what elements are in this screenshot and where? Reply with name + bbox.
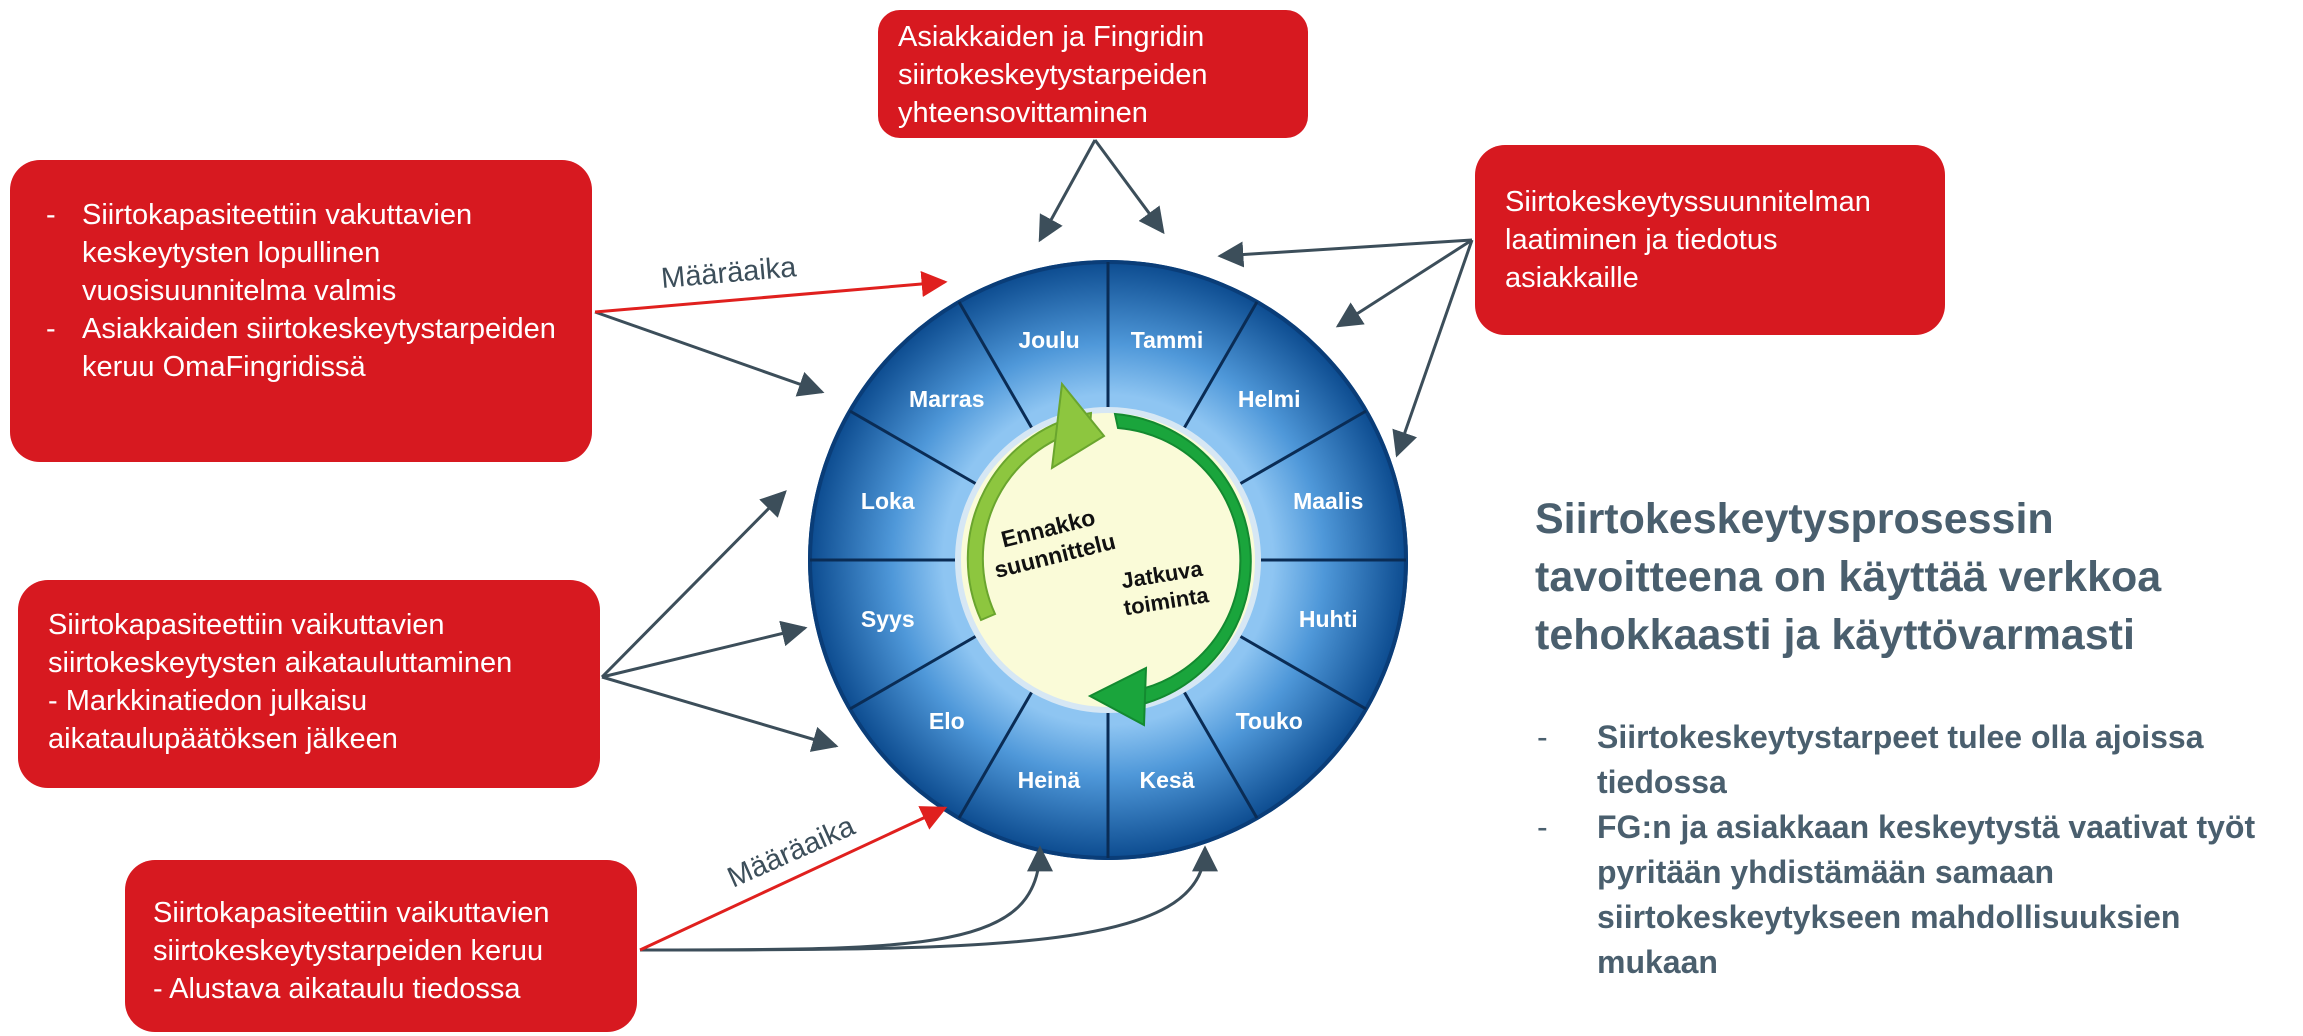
wheel-month-label: Elo bbox=[929, 708, 965, 734]
wheel-divider bbox=[849, 634, 978, 711]
box-annual-plan-list: Siirtokapasiteettiin vakuttavien keskeyt… bbox=[38, 196, 572, 386]
arrow-top-left-to-wheel bbox=[594, 310, 825, 397]
box-coordination-line-2: siirtokeskeytystarpeiden bbox=[898, 59, 1208, 91]
arrow-bottom-left-to-wheel-1 bbox=[639, 845, 1053, 952]
box-coordination: Asiakkaiden ja Fingridin siirtokeskeytys… bbox=[878, 10, 1308, 138]
wheel-month-label: Kesä bbox=[1140, 767, 1195, 793]
wheel-dividers bbox=[810, 262, 1406, 858]
process-goal-heading: Siirtokeskeytysprosessin tavoitteena on … bbox=[1535, 490, 2275, 664]
arrow-bottom-left-to-wheel-2 bbox=[639, 845, 1218, 952]
wheel-divider bbox=[1182, 301, 1259, 430]
heading-line-2: tavoitteena on käyttää verkkoa bbox=[1535, 553, 2162, 601]
connector-arrows bbox=[594, 139, 1474, 952]
deadline-label-bottom: Määräaika bbox=[723, 810, 861, 895]
box-needs-line-2: siirtokeskeytystarpeiden keruu bbox=[153, 935, 544, 967]
wheel-month-label: Syys bbox=[861, 606, 915, 632]
box-plan-line-2: laatiminen ja tiedotus bbox=[1505, 224, 1778, 256]
wheel-month-label: Touko bbox=[1236, 708, 1303, 734]
box-scheduling-line-3: - Markkinatiedon julkaisu bbox=[48, 685, 368, 717]
box-scheduling-line-1: Siirtokapasiteettiin vaikuttavien bbox=[48, 609, 445, 641]
box-needs-line-3: - Alustava aikataulu tiedossa bbox=[153, 973, 521, 1005]
wheel-month-label: Tammi bbox=[1131, 327, 1203, 353]
wheel-month-label: Joulu bbox=[1018, 327, 1079, 353]
wheel-divider bbox=[957, 301, 1034, 430]
arrow-top-center-to-wheel-left bbox=[1038, 139, 1097, 243]
process-goal-bullets: Siirtokeskeytystarpeet tulee olla ajoiss… bbox=[1535, 715, 2303, 985]
box-annual-plan-item-1: Siirtokapasiteettiin vakuttavien keskeyt… bbox=[38, 196, 572, 310]
box-plan-and-notification: Siirtokeskeytyssuunnitelman laatiminen j… bbox=[1475, 145, 1945, 335]
deadline-arrow-bottom bbox=[639, 806, 948, 952]
cycle-arrowhead-dark-green bbox=[1087, 666, 1148, 727]
wheel-month-label: Loka bbox=[861, 488, 915, 514]
deadline-label-top: Määräaika bbox=[660, 251, 799, 295]
wheel-month-label: Maalis bbox=[1293, 488, 1363, 514]
wheel-divider bbox=[1238, 409, 1367, 486]
heading-line-3: tehokkaasti ja käyttövarmasti bbox=[1535, 611, 2135, 659]
wheel-month-label: Marras bbox=[909, 386, 984, 412]
wheel-divider bbox=[1238, 634, 1367, 711]
wheel-month-label: Helmi bbox=[1238, 386, 1301, 412]
box-needs-line-1: Siirtokapasiteettiin vaikuttavien bbox=[153, 897, 550, 929]
arrow-top-right-to-wheel-2 bbox=[1335, 238, 1473, 328]
wheel-divider bbox=[849, 409, 978, 486]
box-scheduling: Siirtokapasiteettiin vaikuttavien siirto… bbox=[18, 580, 600, 788]
cycle-arrowhead-light-green bbox=[1050, 381, 1106, 470]
cycle-arrow-light-green bbox=[966, 411, 1093, 622]
wheel-divider bbox=[1182, 690, 1259, 819]
box-annual-plan-item-2: Asiakkaiden siirtokeskeytystarpeiden ker… bbox=[38, 310, 572, 386]
deadline-arrow-top bbox=[594, 271, 948, 314]
box-coordination-line-3: yhteensovittaminen bbox=[898, 97, 1148, 129]
arrow-middle-left-to-wheel-2 bbox=[601, 620, 808, 679]
arrow-top-right-to-wheel-3 bbox=[1392, 239, 1474, 458]
arrow-top-center-to-wheel-right bbox=[1093, 139, 1165, 235]
heading-line-1: Siirtokeskeytysprosessin bbox=[1535, 495, 2054, 543]
arrow-middle-left-to-wheel-1 bbox=[600, 490, 787, 679]
arrow-middle-left-to-wheel-3 bbox=[601, 675, 839, 752]
box-plan-line-3: asiakkaille bbox=[1505, 262, 1639, 294]
box-scheduling-line-4: aikataulupäätöksen jälkeen bbox=[48, 723, 398, 755]
wheel-month-label: Heinä bbox=[1018, 767, 1081, 793]
wheel-center bbox=[955, 407, 1261, 713]
box-annual-plan: Siirtokapasiteettiin vakuttavien keskeyt… bbox=[10, 160, 592, 462]
arrow-top-right-to-wheel-1 bbox=[1217, 238, 1473, 268]
goal-bullet-2: FG:n ja asiakkaan keskeytystä vaativat t… bbox=[1535, 805, 2303, 985]
wheel-month-label: Huhti bbox=[1299, 606, 1358, 632]
goal-bullet-1: Siirtokeskeytystarpeet tulee olla ajoiss… bbox=[1535, 715, 2303, 805]
box-plan-line-1: Siirtokeskeytyssuunnitelman bbox=[1505, 186, 1871, 218]
box-needs-collection: Siirtokapasiteettiin vaikuttavien siirto… bbox=[125, 860, 637, 1032]
box-coordination-line-1: Asiakkaiden ja Fingridin bbox=[898, 21, 1205, 53]
box-scheduling-line-2: siirtokeskeytysten aikatauluttaminen bbox=[48, 647, 513, 679]
wheel-divider bbox=[957, 690, 1034, 819]
